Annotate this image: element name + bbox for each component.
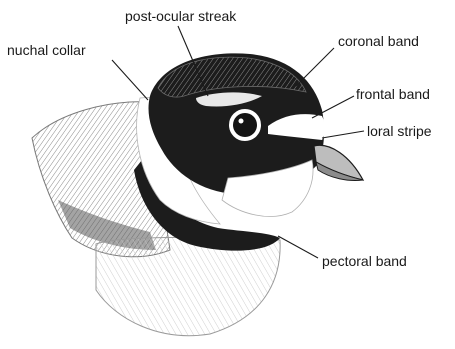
label-nuchal-collar: nuchal collar [7, 42, 86, 58]
label-loral-stripe: loral stripe [367, 123, 432, 139]
label-pectoral-band: pectoral band [322, 253, 407, 269]
leader-nuchal-collar [112, 60, 148, 100]
leader-pectoral-band [278, 236, 318, 258]
label-post-ocular-streak: post-ocular streak [125, 8, 237, 24]
breast [96, 237, 280, 335]
leader-loral-stripe [322, 131, 364, 138]
label-frontal-band: frontal band [356, 86, 430, 102]
bird-illustration [32, 53, 363, 335]
eye-highlight [239, 119, 244, 124]
leader-coronal-band [296, 48, 334, 86]
label-coronal-band: coronal band [338, 33, 419, 49]
eye [233, 113, 257, 137]
